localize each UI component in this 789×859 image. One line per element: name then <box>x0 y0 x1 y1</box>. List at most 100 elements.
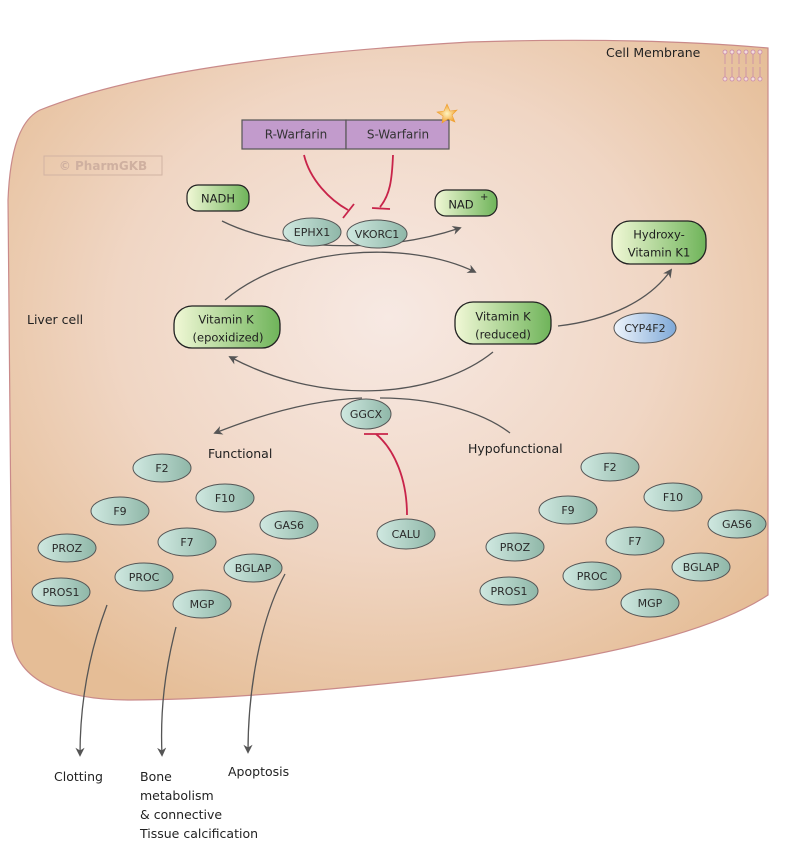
protein-ellipse <box>172 589 232 619</box>
protein-ellipse <box>605 526 665 556</box>
svg-text:R-Warfarin: R-Warfarin <box>265 128 328 142</box>
hypofunctional-protein-f2[interactable]: F2 <box>580 452 640 482</box>
nadh-node[interactable]: NADH <box>186 184 250 212</box>
nadh-to-nad-arrow <box>221 220 462 247</box>
svg-text:NADH: NADH <box>201 192 235 206</box>
protein-label: PROZ <box>52 542 83 555</box>
hypofunctional-protein-f7[interactable]: F7 <box>605 526 665 556</box>
protein-label: F7 <box>180 536 193 549</box>
protein-label: F10 <box>663 491 683 504</box>
functional-protein-f9[interactable]: F9 <box>90 496 150 526</box>
r-warfarin-node[interactable]: R-Warfarin <box>241 119 347 150</box>
svg-text:Vitamin K1: Vitamin K1 <box>628 246 691 260</box>
protein-label: GAS6 <box>722 518 752 531</box>
hypofunctional-label: Hypofunctional <box>468 441 563 456</box>
pharmgkb-watermark: © PharmGKB <box>59 159 147 173</box>
protein-label: F9 <box>561 504 574 517</box>
s-warfarin-node[interactable]: S-Warfarin <box>345 119 450 150</box>
svg-text:GGCX: GGCX <box>350 408 383 421</box>
hypofunctional-protein-proc[interactable]: PROC <box>562 561 622 591</box>
bone-label-line3: & connective <box>140 807 222 822</box>
protein-ellipse <box>671 552 731 582</box>
functional-protein-pros1[interactable]: PROS1 <box>31 577 91 607</box>
cell-membrane-label: Cell Membrane <box>606 45 701 60</box>
calu-node[interactable]: CALU <box>376 518 436 550</box>
protein-label: MGP <box>190 598 215 611</box>
functional-protein-f10[interactable]: F10 <box>195 483 255 513</box>
functional-protein-f2[interactable]: F2 <box>132 453 192 483</box>
hydroxy-vitamin-k1-node[interactable]: Hydroxy- Vitamin K1 <box>611 220 707 265</box>
svg-text:Vitamin K: Vitamin K <box>198 313 254 327</box>
hypofunctional-protein-proz[interactable]: PROZ <box>485 532 545 562</box>
svg-text:NAD: NAD <box>448 198 473 212</box>
protein-ellipse <box>223 553 283 583</box>
functional-protein-mgp[interactable]: MGP <box>172 589 232 619</box>
hypofunctional-protein-gas6[interactable]: GAS6 <box>707 509 767 539</box>
protein-ellipse <box>259 510 319 540</box>
protein-ellipse <box>132 453 192 483</box>
hypofunctional-protein-mgp[interactable]: MGP <box>620 588 680 618</box>
svg-text:CALU: CALU <box>392 528 421 541</box>
svg-text:(epoxidized): (epoxidized) <box>193 331 264 345</box>
hypofunctional-protein-bglap[interactable]: BGLAP <box>671 552 731 582</box>
functional-protein-proc[interactable]: PROC <box>114 562 174 592</box>
protein-label: PROZ <box>500 541 531 554</box>
svg-text:S-Warfarin: S-Warfarin <box>367 128 429 142</box>
functional-label: Functional <box>208 446 272 461</box>
reduced-to-epoxide-arrow <box>228 351 494 392</box>
bone-label-line2: metabolism <box>140 788 214 803</box>
epoxide-to-reduced-arrow <box>224 251 477 301</box>
bone-metabolism-arrow <box>157 626 177 757</box>
s-warfarin-inhibition-line <box>379 154 394 208</box>
protein-ellipse <box>195 483 255 513</box>
s-warfarin-inhibition-bar <box>371 207 391 210</box>
svg-text:VKORC1: VKORC1 <box>355 228 400 241</box>
hypofunctional-protein-pros1[interactable]: PROS1 <box>479 576 539 606</box>
functional-protein-f7[interactable]: F7 <box>157 527 217 557</box>
s-warfarin-star-icon <box>436 103 458 124</box>
protein-label: BGLAP <box>235 562 272 575</box>
vkorc1-node[interactable]: VKORC1 <box>346 219 408 249</box>
ephx1-node[interactable]: EPHX1 <box>282 217 342 247</box>
protein-ellipse <box>707 509 767 539</box>
functional-protein-gas6[interactable]: GAS6 <box>259 510 319 540</box>
hypofunctional-protein-f9[interactable]: F9 <box>538 495 598 525</box>
bone-label-line4: Tissue calcification <box>139 826 258 841</box>
nad-plus-node[interactable]: NAD + <box>434 189 498 217</box>
protein-label: BGLAP <box>683 561 720 574</box>
protein-ellipse <box>37 533 97 563</box>
protein-ellipse <box>485 532 545 562</box>
protein-label: GAS6 <box>274 519 304 532</box>
protein-label: PROS1 <box>43 586 80 599</box>
calu-inhibition-line <box>375 433 408 516</box>
svg-text:Hydroxy-: Hydroxy- <box>633 228 684 242</box>
protein-label: MGP <box>638 597 663 610</box>
protein-ellipse <box>620 588 680 618</box>
cyp4f2-node[interactable]: CYP4F2 <box>613 312 677 344</box>
svg-text:+: + <box>480 192 488 203</box>
svg-text:(reduced): (reduced) <box>475 328 531 342</box>
vitamin-k-epoxidized-node[interactable]: Vitamin K (epoxidized) <box>173 305 281 349</box>
protein-label: F9 <box>113 505 126 518</box>
reduced-to-hydroxy-arrow <box>557 268 673 327</box>
protein-label: F10 <box>215 492 235 505</box>
ggcx-node[interactable]: GGCX <box>340 398 392 430</box>
watermark-frame <box>43 155 163 176</box>
protein-ellipse <box>90 496 150 526</box>
functional-protein-bglap[interactable]: BGLAP <box>223 553 283 583</box>
vitamin-k-reduced-node[interactable]: Vitamin K (reduced) <box>454 301 552 345</box>
protein-ellipse <box>538 495 598 525</box>
protein-ellipse <box>114 562 174 592</box>
svg-text:Vitamin K: Vitamin K <box>475 310 531 324</box>
cell-membrane-icon <box>722 49 763 82</box>
hypofunctional-branch-line <box>379 397 511 434</box>
hypofunctional-protein-f10[interactable]: F10 <box>643 482 703 512</box>
clotting-label: Clotting <box>54 769 103 784</box>
svg-text:CYP4F2: CYP4F2 <box>624 322 665 335</box>
functional-protein-proz[interactable]: PROZ <box>37 533 97 563</box>
protein-label: F7 <box>628 535 641 548</box>
protein-ellipse <box>31 577 91 607</box>
